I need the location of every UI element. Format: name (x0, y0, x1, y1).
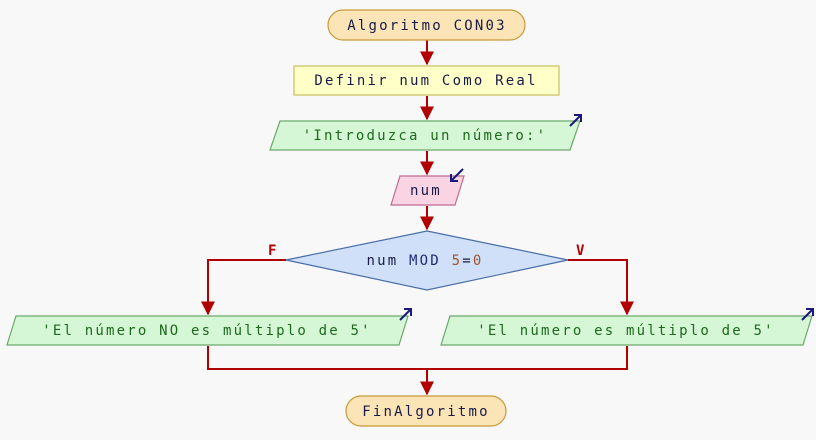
define-label: Definir num Como Real (314, 73, 537, 89)
decision-label: num MOD 5=0 (367, 253, 484, 269)
decision: num MOD 5=0 (285, 230, 569, 291)
connector-true-merge (427, 346, 628, 370)
start-label: Algoritmo CON03 (347, 18, 506, 34)
false-branch-label: F (268, 243, 276, 259)
decision-value: 5 (452, 253, 463, 269)
output-arrow-icon (569, 114, 582, 127)
true-output-label: 'El número es múltiplo de 5' (477, 323, 775, 339)
end-terminal: FinAlgoritmo (345, 395, 507, 427)
connectors (201, 40, 634, 396)
output-arrow-icon (801, 308, 814, 321)
input-label: num (410, 183, 442, 199)
input-read: num (390, 168, 465, 206)
connector-false-branch (201, 259, 286, 316)
start-terminal: Algoritmo CON03 (327, 9, 526, 41)
define-process: Definir num Como Real (293, 65, 560, 96)
prompt-label: 'Introduzca un número:' (303, 128, 547, 144)
true-branch-label: V (576, 243, 585, 259)
connector-false-merge (207, 346, 427, 370)
connector-true-branch (568, 259, 634, 316)
input-arrow-icon (450, 168, 464, 182)
decision-op: MOD (409, 253, 441, 269)
false-output: 'El número NO es múltiplo de 5' (6, 308, 412, 346)
decision-rhs: 0 (473, 253, 484, 269)
false-output-label: 'El número NO es múltiplo de 5' (42, 323, 372, 339)
end-label: FinAlgoritmo (362, 404, 490, 420)
decision-var: num (367, 253, 399, 269)
decision-eq: = (462, 253, 473, 269)
output-arrow-icon (399, 308, 412, 321)
true-output: 'El número es múltiplo de 5' (440, 308, 814, 346)
prompt-output: 'Introduzca un número:' (269, 114, 582, 151)
